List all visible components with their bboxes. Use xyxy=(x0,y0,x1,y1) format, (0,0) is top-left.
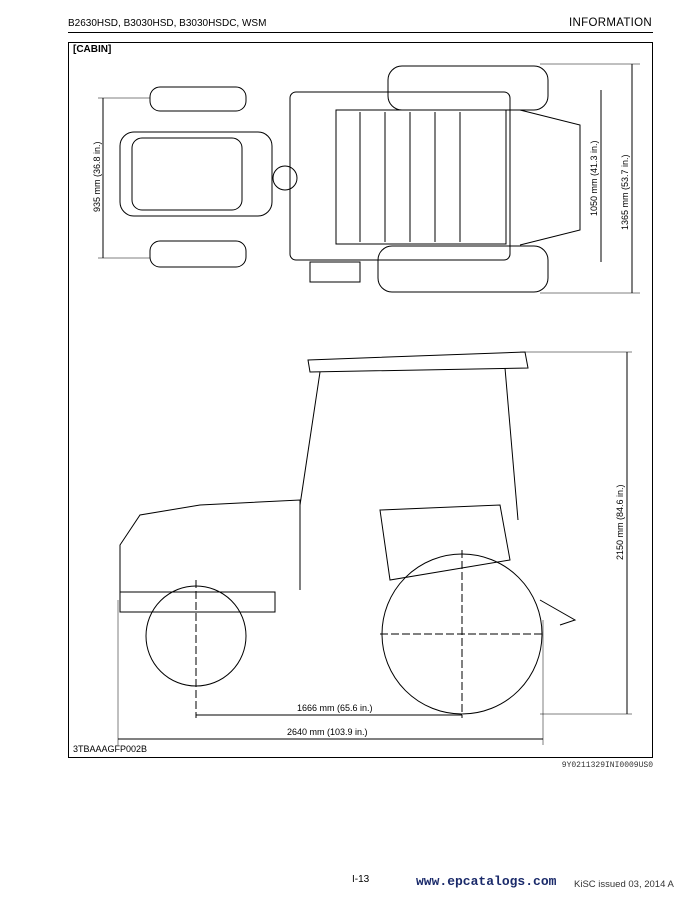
header-models: B2630HSD, B3030HSD, B3030HSDC, WSM xyxy=(68,18,267,29)
header-divider xyxy=(68,32,653,33)
dim-rear-tread: 1050 mm (41.3 in.) xyxy=(589,140,599,216)
header-section: INFORMATION xyxy=(569,17,652,29)
dim-overall-length: 2640 mm (103.9 in.) xyxy=(287,727,368,737)
dim-wheelbase: 1666 mm (65.6 in.) xyxy=(297,703,373,713)
dim-front-tread: 935 mm (36.8 in.) xyxy=(92,141,102,212)
figure-id: 3TBAAAGFP002B xyxy=(73,744,148,754)
page-number: I-13 xyxy=(352,874,370,885)
figure-label: [CABIN] xyxy=(73,44,112,55)
dim-overall-height: 2150 mm (84.6 in.) xyxy=(615,484,625,560)
top-view xyxy=(119,65,581,293)
figure-frame xyxy=(68,42,653,758)
issue-info: KiSC issued 03, 2014 A xyxy=(574,879,674,890)
watermark: www.epcatalogs.com xyxy=(416,874,557,889)
reference-code: 9Y0211329INI0009US0 xyxy=(561,761,653,770)
side-view xyxy=(119,351,577,718)
dim-overall-width: 1365 mm (53.7 in.) xyxy=(620,154,630,230)
